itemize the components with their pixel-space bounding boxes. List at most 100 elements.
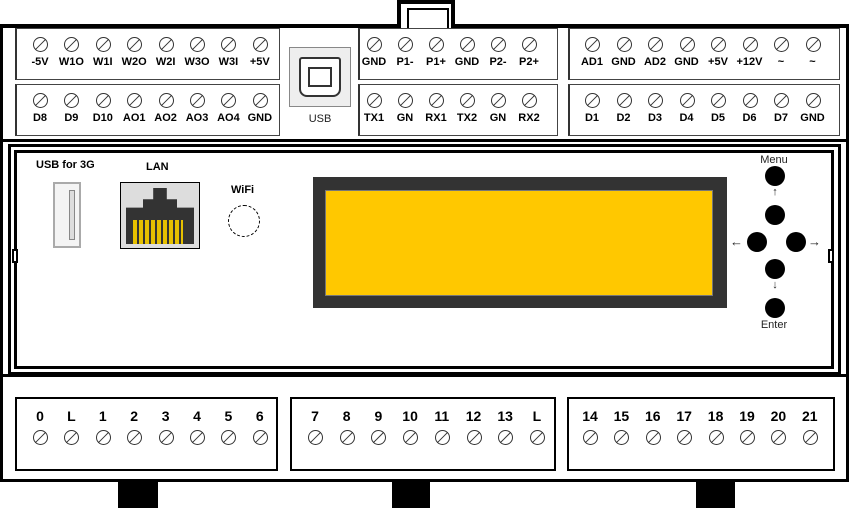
terminal-screw[interactable] <box>460 37 475 52</box>
terminal-screw[interactable] <box>742 37 758 52</box>
usb-b-port[interactable] <box>289 47 351 107</box>
terminal-label: AD1 <box>580 56 603 68</box>
terminal-screw[interactable] <box>429 37 444 52</box>
terminal-label: TX2 <box>456 112 478 124</box>
terminal-screw[interactable] <box>774 37 789 52</box>
terminal-screw[interactable] <box>158 93 174 108</box>
terminal-screw[interactable] <box>252 93 268 108</box>
terminal-screw[interactable] <box>805 37 821 52</box>
terminal-screw[interactable] <box>127 37 143 52</box>
terminal-screw[interactable] <box>742 93 758 108</box>
terminal-screw[interactable] <box>585 37 600 52</box>
terminal-screw[interactable] <box>434 430 450 445</box>
terminal-screw[interactable] <box>367 37 382 52</box>
terminal-screw[interactable] <box>708 430 724 445</box>
terminal-screw[interactable] <box>403 430 419 445</box>
terminal-screw[interactable] <box>774 93 789 108</box>
terminal-screw[interactable] <box>616 93 632 108</box>
terminal-label: L <box>532 408 542 424</box>
terminal-screw[interactable] <box>64 93 80 108</box>
usb-b-socket-icon <box>299 57 341 97</box>
terminal-screw[interactable] <box>127 430 143 445</box>
terminal-label: AD2 <box>643 56 666 68</box>
terminal-screw[interactable] <box>585 93 600 108</box>
terminal-screw[interactable] <box>398 93 413 108</box>
terminal-screw[interactable] <box>190 430 205 445</box>
terminal-screw[interactable] <box>491 37 506 52</box>
left-button[interactable] <box>747 232 767 252</box>
terminal-screw[interactable] <box>648 37 663 52</box>
terminal-screw[interactable] <box>33 430 48 445</box>
terminal-screw[interactable] <box>252 37 268 52</box>
terminal-label: 11 <box>434 408 450 424</box>
terminal-screw[interactable] <box>429 93 444 108</box>
terminal-screw[interactable] <box>711 37 726 52</box>
terminal-screw[interactable] <box>158 430 174 445</box>
up-button[interactable] <box>765 205 785 225</box>
terminal-screw[interactable] <box>190 37 205 52</box>
terminal-label: 10 <box>402 408 418 424</box>
terminal-screw[interactable] <box>616 37 632 52</box>
terminal-screw[interactable] <box>33 37 48 52</box>
terminal-screw[interactable] <box>614 430 630 445</box>
terminal-label: D9 <box>64 112 79 124</box>
terminal-screw[interactable] <box>371 430 387 445</box>
usb-label: USB <box>308 113 332 125</box>
terminal-screw[interactable] <box>802 430 818 445</box>
terminal-screw[interactable] <box>648 93 663 108</box>
terminal-label: +5V <box>249 56 270 68</box>
terminal-screw[interactable] <box>221 37 237 52</box>
menu-button[interactable] <box>765 166 785 186</box>
terminal-screw[interactable] <box>221 430 237 445</box>
terminal-label: D8 <box>32 112 48 124</box>
terminal-screw[interactable] <box>95 430 111 445</box>
terminal-screw[interactable] <box>677 430 693 445</box>
terminal-screw[interactable] <box>64 37 80 52</box>
terminal-label: 7 <box>311 408 319 424</box>
terminal-screw[interactable] <box>158 37 174 52</box>
lan-port[interactable] <box>120 182 200 249</box>
up-arrow-icon: ↑ <box>772 186 778 198</box>
wifi-antenna-port <box>228 205 260 237</box>
terminal-label: 5 <box>224 408 233 424</box>
terminal-screw[interactable] <box>466 430 482 445</box>
terminal-label: TX1 <box>363 112 385 124</box>
usb-a-port[interactable] <box>53 182 81 248</box>
down-button[interactable] <box>765 259 785 279</box>
terminal-screw[interactable] <box>679 37 695 52</box>
terminal-screw[interactable] <box>711 93 726 108</box>
terminal-screw[interactable] <box>522 93 537 108</box>
terminal-screw[interactable] <box>522 37 537 52</box>
terminal-screw[interactable] <box>127 93 143 108</box>
right-button[interactable] <box>786 232 806 252</box>
terminal-screw[interactable] <box>95 37 111 52</box>
terminal-screw[interactable] <box>190 93 205 108</box>
terminal-screw[interactable] <box>33 93 48 108</box>
terminal-screw[interactable] <box>460 93 475 108</box>
terminal-screw[interactable] <box>367 93 382 108</box>
terminal-screw[interactable] <box>95 93 111 108</box>
terminal-screw[interactable] <box>645 430 661 445</box>
terminal-screw[interactable] <box>64 430 80 445</box>
terminal-screw[interactable] <box>252 430 268 445</box>
terminal-screw[interactable] <box>771 430 787 445</box>
enter-button[interactable] <box>765 298 785 318</box>
terminal-screw[interactable] <box>491 93 506 108</box>
terminal-screw[interactable] <box>498 430 514 445</box>
lcd-display <box>313 177 727 308</box>
terminal-label: 0 <box>36 408 44 424</box>
terminal-label: W1I <box>93 56 113 68</box>
terminal-screw[interactable] <box>583 430 598 445</box>
terminal-label: GND <box>361 56 387 68</box>
terminal-label: D2 <box>616 112 631 124</box>
terminal-label: AO1 <box>122 112 146 124</box>
terminal-screw[interactable] <box>308 430 323 445</box>
terminal-screw[interactable] <box>529 430 545 445</box>
terminal-screw[interactable] <box>221 93 237 108</box>
terminal-screw[interactable] <box>679 93 695 108</box>
terminal-screw[interactable] <box>740 430 755 445</box>
terminal-label: 15 <box>613 408 630 424</box>
terminal-screw[interactable] <box>398 37 413 52</box>
terminal-screw[interactable] <box>805 93 821 108</box>
terminal-screw[interactable] <box>339 430 355 445</box>
